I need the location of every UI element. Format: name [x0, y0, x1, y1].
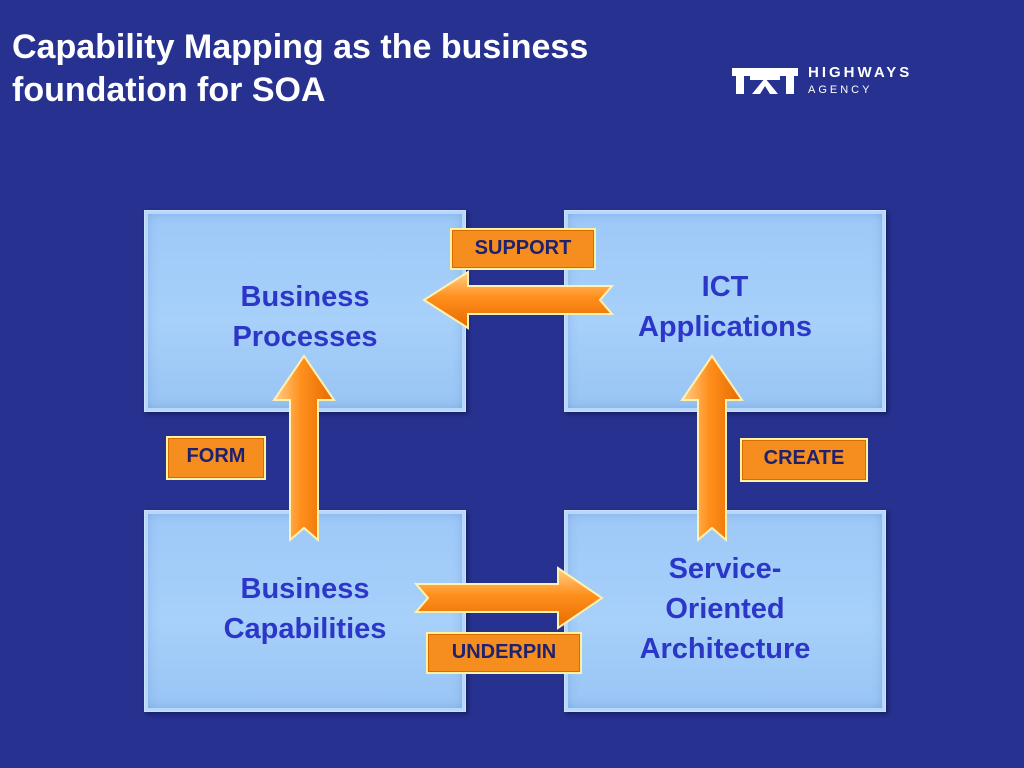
business-processes-label: Business Processes [145, 277, 465, 357]
logo-name: HIGHWAYS [808, 64, 913, 81]
ict-applications-line-1: ICT [701, 271, 749, 303]
ict-applications-line-2: Applications [637, 311, 812, 343]
soa-label: Service- Oriented Architecture [565, 549, 885, 669]
title-line-2: foundation for SOA [12, 71, 326, 109]
highways-agency-logo: HIGHWAYS AGENCY [730, 64, 950, 100]
ict-applications-box: ICT Applications [564, 210, 886, 412]
business-capabilities-line-2: Capabilities [223, 613, 387, 645]
business-capabilities-label: Business Capabilities [145, 569, 465, 649]
create-tag: CREATE [740, 438, 868, 482]
soa-line-2: Oriented [665, 593, 785, 625]
business-processes-line-2: Processes [232, 321, 378, 353]
underpin-tag: UNDERPIN [426, 632, 582, 674]
soa-box: Service- Oriented Architecture [564, 510, 886, 712]
business-processes-box: Business Processes [144, 210, 466, 412]
ict-applications-label: ICT Applications [565, 267, 885, 347]
form-tag: FORM [166, 436, 266, 480]
business-capabilities-line-1: Business [240, 573, 370, 605]
support-tag: SUPPORT [450, 228, 596, 270]
soa-line-3: Architecture [639, 633, 811, 665]
highways-agency-logo-icon [732, 68, 798, 94]
business-capabilities-box: Business Capabilities [144, 510, 466, 712]
business-processes-line-1: Business [240, 281, 370, 313]
title-line-1: Capability Mapping as the business [12, 28, 589, 66]
slide-title: Capability Mapping as the business found… [12, 26, 712, 112]
soa-line-1: Service- [668, 553, 782, 585]
logo-subname: AGENCY [808, 84, 873, 96]
